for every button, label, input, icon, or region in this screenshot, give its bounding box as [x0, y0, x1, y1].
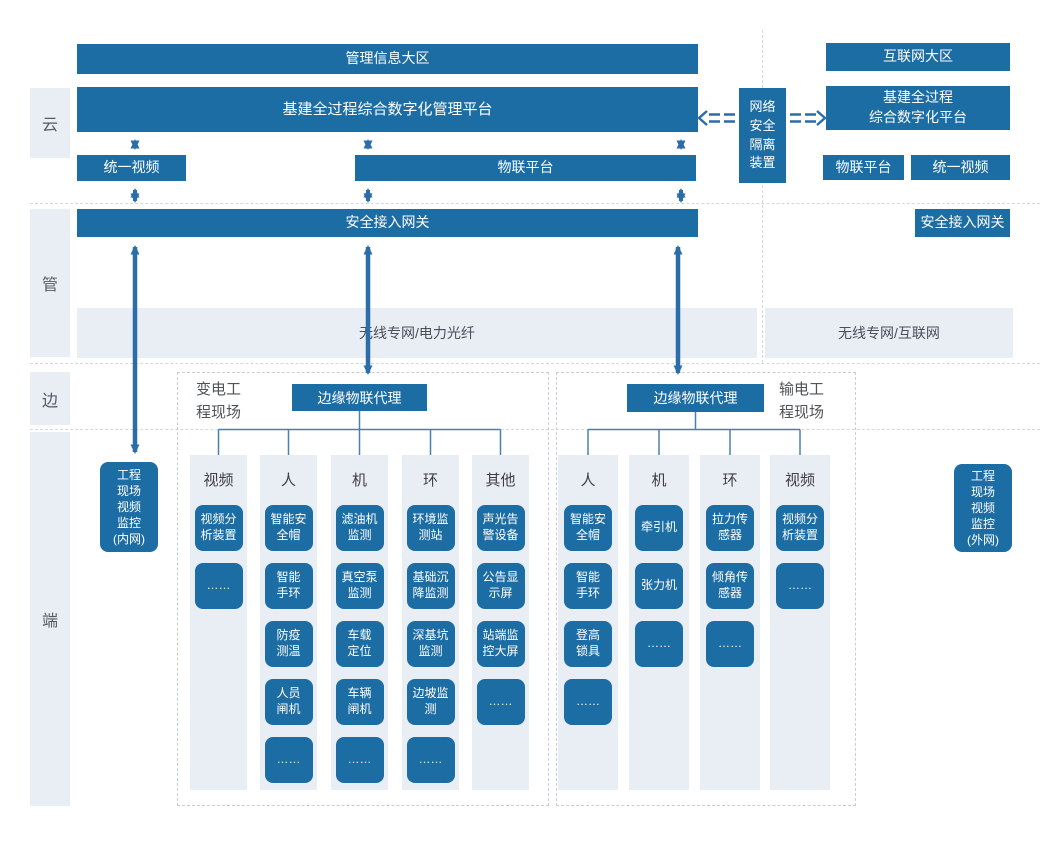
device-box: 真空泵 监测	[335, 563, 384, 609]
device-box: 防疫 测温	[264, 621, 313, 667]
isolation-arrow-left-chevron	[697, 110, 708, 126]
bar-unified-video-right: 统一视频	[911, 155, 1010, 180]
device-box: 深基坑 监测	[406, 621, 455, 667]
network-isolation-device: 网络 安全 隔离 装置	[739, 88, 786, 183]
column-video-left: 视频 视频分 析装置 ……	[190, 455, 247, 790]
device-box: ……	[335, 737, 384, 783]
bar-iot-platform-left: 物联平台	[355, 155, 696, 181]
device-box: 基础沉 降监测	[406, 563, 455, 609]
device-box: 车辆 闸机	[335, 679, 384, 725]
bar-secure-access-gateway-left: 安全接入网关	[77, 209, 698, 237]
bar-network-private-internet: 无线专网/互联网	[765, 308, 1013, 358]
layer-label-edge: 边	[30, 372, 70, 425]
device-box: 环境监 测站	[406, 505, 455, 551]
isolation-arrow-right-chevron	[816, 110, 827, 126]
device-box: 登高 锁具	[564, 621, 612, 667]
device-box: 边坡监 测	[406, 679, 455, 725]
edge-iot-agent-left: 边缘物联代理	[292, 384, 427, 411]
site-video-monitor-internal: 工程 现场 视频 监控 (内网)	[100, 462, 158, 552]
column-machine-left: 机 滤油机 监测 真空泵 监测 车载 定位 车辆 闸机 ……	[331, 455, 388, 790]
layer-label-terminal: 端	[30, 432, 70, 806]
group-substation-site	[177, 372, 549, 806]
divider-cloud-pipe	[30, 203, 1040, 204]
column-video-right: 视频 视频分 析装置 ……	[770, 455, 830, 790]
device-box: 声光告 警设备	[476, 505, 525, 551]
column-header: 人	[280, 471, 296, 489]
column-header: 机	[351, 471, 367, 489]
device-box: ……	[776, 563, 824, 609]
group-transmission-site	[556, 372, 856, 806]
device-box: 拉力传 感器	[706, 505, 754, 551]
device-box: 智能安 全帽	[264, 505, 313, 551]
device-box: ……	[476, 679, 525, 725]
bar-digital-management-platform: 基建全过程综合数字化管理平台	[77, 87, 698, 132]
column-environment-left: 环 环境监 测站 基础沉 降监测 深基坑 监测 边坡监 测 ……	[402, 455, 459, 790]
column-environment-right: 环 拉力传 感器 倾角传 感器 ……	[700, 455, 760, 790]
divider-zones-vertical	[762, 30, 763, 363]
device-box: ……	[264, 737, 313, 783]
device-box: ……	[406, 737, 455, 783]
device-box: ……	[564, 679, 612, 725]
site-video-monitor-external: 工程 现场 视频 监控 (外网)	[954, 464, 1012, 552]
divider-pipe-edge	[30, 363, 1040, 364]
bar-digital-platform-right: 基建全过程 综合数字化平台	[826, 86, 1010, 130]
bar-unified-video-left: 统一视频	[77, 155, 186, 181]
device-box: 张力机	[635, 563, 683, 609]
device-box: 倾角传 感器	[706, 563, 754, 609]
device-box: 智能 手环	[264, 563, 313, 609]
device-box: 站端监 控大屏	[476, 621, 525, 667]
device-box: 人员 闸机	[264, 679, 313, 725]
transmission-site-label: 输电工 程现场	[779, 381, 825, 421]
device-box: 智能 手环	[564, 563, 612, 609]
device-box: ……	[706, 621, 754, 667]
column-header: 机	[651, 471, 667, 489]
column-people-right: 人 智能安 全帽 智能 手环 登高 锁具 ……	[558, 455, 618, 790]
device-box: 滤油机 监测	[335, 505, 384, 551]
substation-site-label: 变电工 程现场	[196, 381, 242, 421]
bar-network-private-fiber: 无线专网/电力光纤	[77, 308, 757, 358]
device-box: ……	[194, 563, 243, 609]
device-box: 车载 定位	[335, 621, 384, 667]
device-box: 牵引机	[635, 505, 683, 551]
edge-iot-agent-right: 边缘物联代理	[627, 384, 764, 412]
column-header: 视频	[203, 471, 234, 489]
column-header: 其他	[485, 471, 516, 489]
column-header: 人	[580, 471, 596, 489]
device-box: 视频分 析装置	[194, 505, 243, 551]
column-people-left: 人 智能安 全帽 智能 手环 防疫 测温 人员 闸机 ……	[260, 455, 317, 790]
bar-iot-platform-right: 物联平台	[823, 155, 904, 180]
divider-edge-terminal	[30, 429, 1040, 430]
layer-label-cloud: 云	[30, 88, 70, 158]
column-machine-right: 机 牵引机 张力机 ……	[629, 455, 689, 790]
device-box: 公告显 示屏	[476, 563, 525, 609]
column-header: 环	[422, 471, 438, 489]
bar-internet-zone: 互联网大区	[826, 43, 1010, 71]
column-header: 视频	[784, 471, 815, 489]
device-box: 视频分 析装置	[776, 505, 824, 551]
device-box: 智能安 全帽	[564, 505, 612, 551]
bar-secure-access-gateway-right: 安全接入网关	[915, 209, 1010, 237]
bar-management-info-zone: 管理信息大区	[77, 44, 698, 74]
column-header: 环	[722, 471, 738, 489]
column-other-left: 其他 声光告 警设备 公告显 示屏 站端监 控大屏 ……	[472, 455, 529, 790]
layer-label-pipe: 管	[30, 209, 70, 357]
device-box: ……	[635, 621, 683, 667]
